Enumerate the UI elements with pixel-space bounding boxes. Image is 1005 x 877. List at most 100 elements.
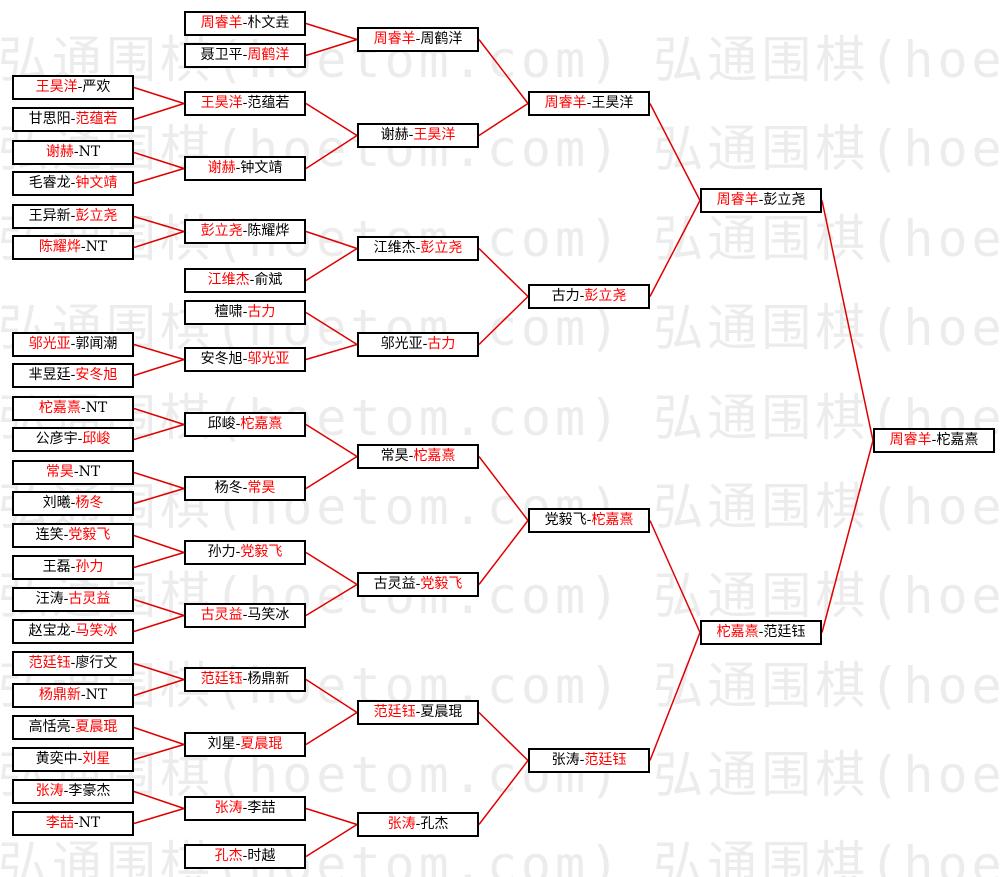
player-name: NT <box>85 239 108 255</box>
match-separator: - <box>235 416 241 432</box>
match-box: 毛睿龙-钟文靖 <box>12 171 134 196</box>
player-name: 夏晨琨 <box>420 704 463 720</box>
player-name: NT <box>85 687 108 703</box>
player-name: 邬光亚 <box>28 336 71 352</box>
match-box: 邬光亚-郭闻潮 <box>12 332 134 357</box>
player-name: 王昊洋 <box>35 79 78 95</box>
match-box: 彭立尧-陈耀烨 <box>184 219 306 244</box>
player-name: 张涛 <box>387 816 416 832</box>
player-name: 杨冬 <box>75 495 104 511</box>
player-name: 柁嘉熹 <box>38 400 81 416</box>
bracket-connector <box>133 678 185 697</box>
match-separator: - <box>242 47 248 63</box>
player-name: 古灵益 <box>200 607 243 623</box>
match-separator: - <box>931 432 937 448</box>
match-box: 常昊-NT <box>12 460 134 485</box>
match-box: 黄奕中-刘星 <box>12 747 134 772</box>
bracket-connector <box>133 215 185 233</box>
player-name: 谢赫 <box>45 144 74 160</box>
match-box: 范廷钰-杨鼎新 <box>184 667 306 692</box>
player-name: 邬光亚 <box>247 351 290 367</box>
bracket-connector <box>133 343 185 361</box>
player-name: 古力 <box>551 288 580 304</box>
match-box: 古灵益-马笑冰 <box>184 603 306 628</box>
match-box: 范廷钰-廖行文 <box>12 651 134 676</box>
player-name: 钟文靖 <box>240 160 283 176</box>
match-box: 王异新-彭立尧 <box>12 204 134 229</box>
player-name: 王异新 <box>28 208 71 224</box>
match-separator: - <box>77 431 83 447</box>
bracket-connector <box>305 455 358 490</box>
bracket-connector <box>305 823 358 858</box>
player-name: 安冬旭 <box>200 351 243 367</box>
player-name: 党毅飞 <box>544 512 587 528</box>
match-separator: - <box>235 160 241 176</box>
bracket-connector <box>649 200 701 297</box>
match-box: 杨冬-常昊 <box>184 476 306 501</box>
player-name: NT <box>78 144 101 160</box>
bracket-connector <box>478 247 529 298</box>
match-separator: - <box>73 464 79 480</box>
player-name: 陈耀烨 <box>247 223 290 239</box>
bracket-connector <box>305 102 358 137</box>
player-name: 张涛 <box>551 752 580 768</box>
player-name: 王昊洋 <box>591 95 634 111</box>
match-box: 江维杰-俞斌 <box>184 268 306 293</box>
match-separator: - <box>586 512 592 528</box>
bracket-connector <box>305 22 358 41</box>
match-separator: - <box>235 736 241 752</box>
bracket-connector <box>133 807 185 825</box>
bracket-connector <box>305 311 358 346</box>
player-name: 马笑冰 <box>75 623 118 639</box>
bracket-connector <box>133 86 185 105</box>
match-separator: - <box>242 223 248 239</box>
player-name: 彭立尧 <box>584 288 627 304</box>
player-name: 刘星 <box>207 736 236 752</box>
match-separator: - <box>70 336 76 352</box>
player-name: 钟文靖 <box>75 175 118 191</box>
bracket-connector <box>305 551 358 586</box>
player-name: 周睿羊 <box>373 31 416 47</box>
player-name: 赵宝龙 <box>28 623 71 639</box>
bracket-connector <box>133 743 185 761</box>
player-name: 汪涛 <box>35 591 64 607</box>
bracket-connector <box>478 39 529 104</box>
match-box: 张涛-李豪杰 <box>12 779 134 804</box>
player-name: 彭立尧 <box>763 192 806 208</box>
player-name: 周睿羊 <box>716 192 759 208</box>
match-separator: - <box>63 527 69 543</box>
player-name: 连笑 <box>35 527 64 543</box>
player-name: 马笑冰 <box>247 607 290 623</box>
player-name: 党毅飞 <box>420 576 463 592</box>
player-name: 杨鼎新 <box>247 671 290 687</box>
bracket-connector <box>305 343 358 361</box>
match-separator: - <box>73 144 79 160</box>
bracket-connector <box>478 711 529 762</box>
player-name: 芈昱廷 <box>28 367 71 383</box>
match-separator: - <box>758 624 764 640</box>
match-separator: - <box>415 31 421 47</box>
match-box: 古灵益-党毅飞 <box>357 572 479 597</box>
player-name: 杨冬 <box>214 480 243 496</box>
match-box: 范廷钰-夏晨琨 <box>357 700 479 725</box>
match-separator: - <box>242 15 248 31</box>
match-box: 王昊洋-严欢 <box>12 75 134 100</box>
bracket-connector <box>133 598 185 617</box>
bracket-connector <box>478 520 529 585</box>
final-match-box: 周睿羊-柁嘉熹 <box>873 428 995 453</box>
match-separator: - <box>242 800 248 816</box>
bracket-connector <box>305 711 358 746</box>
match-separator: - <box>242 304 248 320</box>
player-name: 夏晨琨 <box>75 719 118 735</box>
player-name: 黄奕中 <box>35 751 78 767</box>
bracket-connector <box>478 102 529 137</box>
match-separator: - <box>70 175 76 191</box>
match-separator: - <box>70 111 76 127</box>
player-name: 柁嘉熹 <box>716 624 759 640</box>
match-box: 汪涛-古灵益 <box>12 587 134 612</box>
match-box: 谢赫-王昊洋 <box>357 123 479 148</box>
match-separator: - <box>586 95 592 111</box>
bracket-connector <box>649 632 701 761</box>
player-name: 杨鼎新 <box>38 687 81 703</box>
